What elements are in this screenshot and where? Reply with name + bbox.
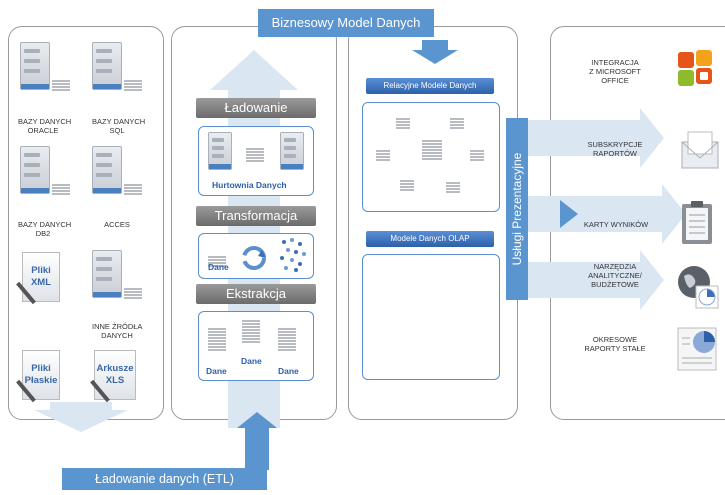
plaskie-label-line2: Płaskie — [24, 375, 58, 386]
source-sql-label: BAZY DANYCH SQL — [92, 117, 146, 135]
output-okresowe-label: OKRESOWE RAPORTY STAŁE — [584, 335, 646, 353]
inne-stack-icon — [124, 288, 142, 300]
rel-table-icon — [422, 140, 442, 161]
uslugi-label: Usługi Prezentacyjne — [510, 152, 524, 266]
ladowanie-header: Ładowanie — [196, 98, 316, 118]
title-banner: Biznesowy Model Danych — [258, 9, 434, 37]
plaskie-label-line1: Pliki — [31, 363, 51, 374]
acces-server-icon — [92, 146, 122, 194]
transform-dane-label: Dane — [208, 262, 229, 272]
inne-server-icon — [92, 250, 122, 298]
source-inne-label: INNE ŹRÓDŁA DANYCH — [92, 322, 143, 340]
page-title: Biznesowy Model Danych — [271, 15, 421, 30]
sql-server-icon — [92, 42, 122, 90]
db2-server-icon — [20, 146, 50, 194]
oracle-server-icon — [20, 42, 50, 90]
xls-file-icon: Arkusze XLS — [94, 350, 136, 400]
footer-banner: Ładowanie danych (ETL) — [62, 468, 267, 490]
extract-dane-label-3: Dane — [278, 366, 299, 376]
envelope-icon — [681, 131, 719, 169]
relacyjne-header: Relacyjne Modele Danych — [366, 78, 494, 94]
extract-stack-icon — [208, 328, 226, 352]
rel-table-icon — [396, 118, 410, 130]
source-acces-label: ACCES — [104, 220, 130, 229]
ekstrakcja-header: Ekstrakcja — [196, 284, 316, 304]
source-db2-label: BAZY DANYCH DB2 — [18, 220, 72, 238]
xls-label-line2: XLS — [105, 375, 125, 386]
extract-dane-label-2: Dane — [241, 356, 262, 366]
source-oracle-label: BAZY DANYCH ORACLE — [18, 117, 72, 135]
warehouse-stack-icon — [246, 148, 264, 163]
output-karty-label: KARTY WYNIKÓW — [583, 220, 649, 229]
output-integracja-label: INTEGRACJA Z MICROSOFT OFFICE — [589, 58, 641, 85]
transform-stack-icon — [208, 256, 226, 268]
sql-stack-icon — [124, 80, 142, 92]
office-logo-icon — [678, 50, 712, 86]
extract-dane-label-1: Dane — [206, 366, 227, 376]
footer-label: Ładowanie danych (ETL) — [95, 472, 234, 486]
output-narzedzia-label: NARZĘDZIA ANALITYCZNE/ BUDŻETOWE — [588, 262, 642, 289]
oracle-stack-icon — [52, 80, 70, 92]
xml-label-line2: XML — [30, 277, 52, 288]
db2-stack-icon — [52, 184, 70, 196]
refresh-icon — [242, 246, 266, 270]
output-subskrypcje-label: SUBSKRYPCJE RAPORTÓW — [587, 140, 643, 158]
transformacja-header: Transformacja — [196, 206, 316, 226]
rel-table-icon — [450, 118, 464, 130]
rel-table-icon — [376, 150, 390, 162]
acces-stack-icon — [124, 184, 142, 196]
rel-table-icon — [470, 150, 484, 162]
olap-box — [362, 254, 500, 380]
xml-label-line1: Pliki — [31, 265, 51, 276]
warehouse-server-icon — [280, 132, 304, 170]
warehouse-server-icon — [208, 132, 232, 170]
uslugi-bar — [506, 118, 528, 300]
rel-table-icon — [400, 180, 414, 192]
rel-table-icon — [446, 182, 460, 194]
report-pie-icon — [677, 327, 717, 371]
globe-chart-icon — [678, 266, 719, 309]
clipboard-icon — [682, 201, 712, 244]
extract-stack-icon — [278, 328, 296, 352]
extract-stack-icon — [242, 320, 260, 344]
olap-header: Modele Danych OLAP — [366, 231, 494, 247]
xls-label-line1: Arkusze — [96, 363, 134, 374]
hurtownia-label: Hurtownia Danych — [212, 180, 287, 190]
scatter-dots-icon — [280, 238, 306, 272]
